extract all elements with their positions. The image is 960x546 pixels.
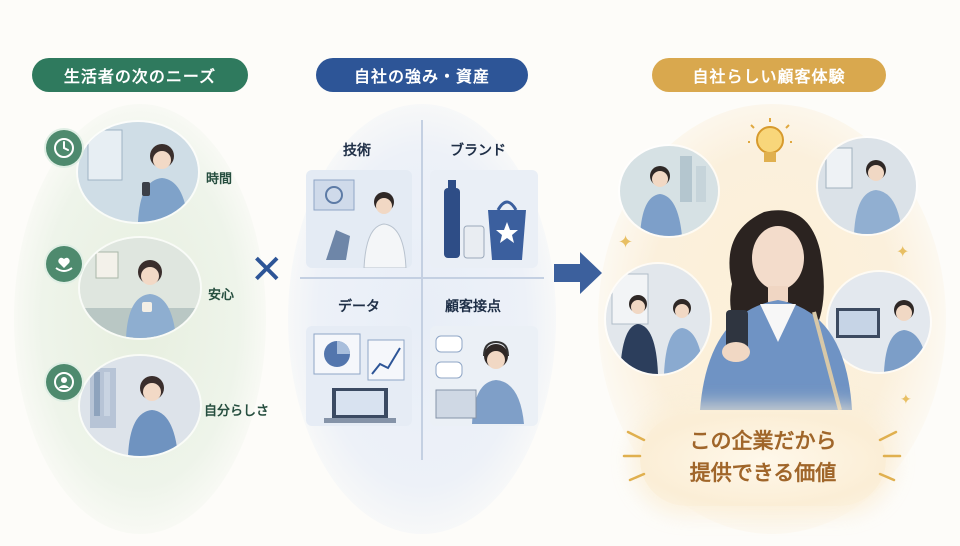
clock-icon <box>46 130 82 166</box>
asset-label-brand: ブランド <box>450 143 506 159</box>
heart-hand-icon <box>46 246 82 282</box>
value-rays <box>622 412 902 508</box>
sparkle-icon: ✦ <box>896 242 910 261</box>
value-cloud <box>640 414 886 506</box>
need-label-safety: 安心 <box>208 288 235 303</box>
experience-photo-store <box>606 264 710 374</box>
need-label-time: 時間 <box>206 172 233 187</box>
experience-title: 自社らしい顧客体験 <box>692 67 846 86</box>
multiply-icon: ✕ <box>250 247 284 293</box>
need-time-photo <box>78 122 198 222</box>
asset-touchpoints-illustration <box>430 326 538 426</box>
assets-title: 自社の強み・資産 <box>353 67 490 86</box>
need-self-photo <box>80 356 200 456</box>
needs-title-pill: 生活者の次のニーズ <box>32 58 248 92</box>
quadrant-divider-vertical <box>421 120 423 460</box>
experience-title-pill: 自社らしい顧客体験 <box>652 58 886 92</box>
quadrant-divider-horizontal <box>300 277 544 279</box>
needs-title: 生活者の次のニーズ <box>63 67 217 86</box>
asset-technology-illustration <box>306 170 412 268</box>
sparkle-icon: ✦ <box>900 392 912 408</box>
sparkle-icon: ✦ <box>618 232 634 253</box>
arrow-right-icon <box>552 248 604 298</box>
asset-label-touchpoints: 顧客接点 <box>445 299 501 315</box>
person-icon <box>46 364 82 400</box>
experience-photo-relax <box>818 138 916 234</box>
asset-brand-illustration <box>430 170 538 268</box>
need-safety-photo <box>80 238 200 338</box>
assets-title-pill: 自社の強み・資産 <box>316 58 528 92</box>
asset-label-technology: 技術 <box>343 143 371 159</box>
value-line-1: この企業だから <box>689 429 837 453</box>
value-line-2: 提供できる価値 <box>689 461 837 485</box>
asset-data-illustration <box>306 326 412 426</box>
asset-label-data: データ <box>338 299 380 315</box>
main-customer-illustration <box>690 192 860 411</box>
need-label-self: 自分らしさ <box>204 404 270 419</box>
experience-photo-online <box>828 272 930 372</box>
experience-photo-smartphone <box>620 146 718 236</box>
lightbulb-icon <box>747 118 793 178</box>
